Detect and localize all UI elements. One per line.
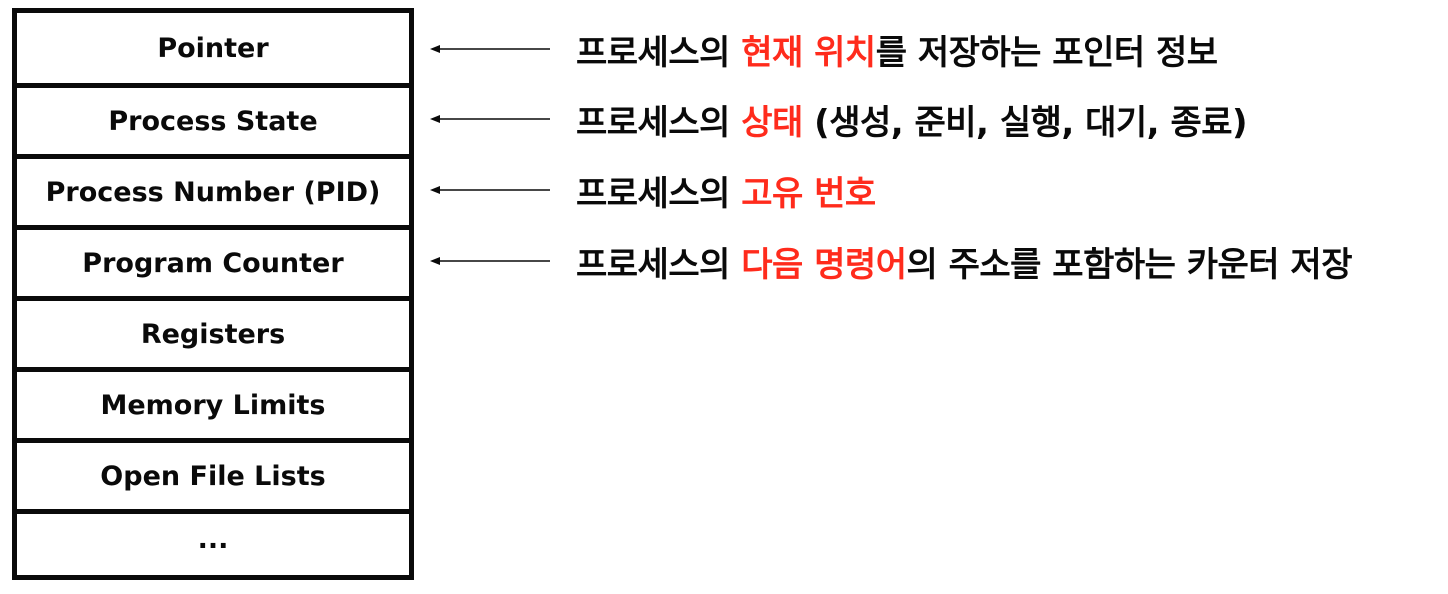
annotation-text: 프로세스의 현재 위치를 저장하는 포인터 정보 — [576, 25, 1218, 74]
annotation-highlight: 고유 번호 — [741, 173, 876, 214]
left-arrow-icon — [430, 115, 550, 123]
annotation-highlight: 상태 — [741, 102, 803, 143]
annotation-text: 프로세스의 다음 명령어의 주소를 포함하는 카운터 저장 — [576, 237, 1352, 286]
annotation-suffix: (생성, 준비, 실행, 대기, 종료) — [802, 102, 1248, 143]
pcb-field-memory-limits: Memory Limits — [17, 372, 409, 443]
annotation-process-number: 프로세스의 고유 번호 — [428, 170, 876, 214]
annotation-prefix: 프로세스의 — [576, 102, 742, 143]
annotation-highlight: 다음 명령어 — [741, 244, 907, 285]
pcb-field-registers: Registers — [17, 301, 409, 372]
annotation-highlight: 현재 위치 — [741, 32, 876, 73]
left-arrow-icon — [430, 257, 550, 265]
annotation-suffix: 를 저장하는 포인터 정보 — [875, 32, 1218, 73]
pcb-field-pointer: Pointer — [17, 13, 409, 88]
left-arrow-icon — [430, 45, 550, 53]
pcb-field-process-number: Process Number (PID) — [17, 159, 409, 230]
annotation-text: 프로세스의 고유 번호 — [576, 166, 876, 215]
annotation-prefix: 프로세스의 — [576, 244, 742, 285]
pcb-field-program-counter: Program Counter — [17, 230, 409, 301]
pcb-field-open-file-lists: Open File Lists — [17, 443, 409, 514]
annotation-process-state: 프로세스의 상태 (생성, 준비, 실행, 대기, 종료) — [428, 99, 1248, 143]
pcb-field-ellipsis: ... — [197, 524, 229, 555]
annotation-prefix: 프로세스의 — [576, 32, 742, 73]
pcb-field-process-state: Process State — [17, 88, 409, 159]
annotation-pointer: 프로세스의 현재 위치를 저장하는 포인터 정보 — [428, 29, 1218, 73]
left-arrow-icon — [430, 186, 550, 194]
pcb-table: Pointer Process State Process Number (PI… — [12, 8, 414, 580]
annotation-text: 프로세스의 상태 (생성, 준비, 실행, 대기, 종료) — [576, 95, 1248, 144]
annotation-prefix: 프로세스의 — [576, 173, 742, 214]
annotation-program-counter: 프로세스의 다음 명령어의 주소를 포함하는 카운터 저장 — [428, 241, 1352, 285]
annotation-suffix: 의 주소를 포함하는 카운터 저장 — [906, 244, 1353, 285]
